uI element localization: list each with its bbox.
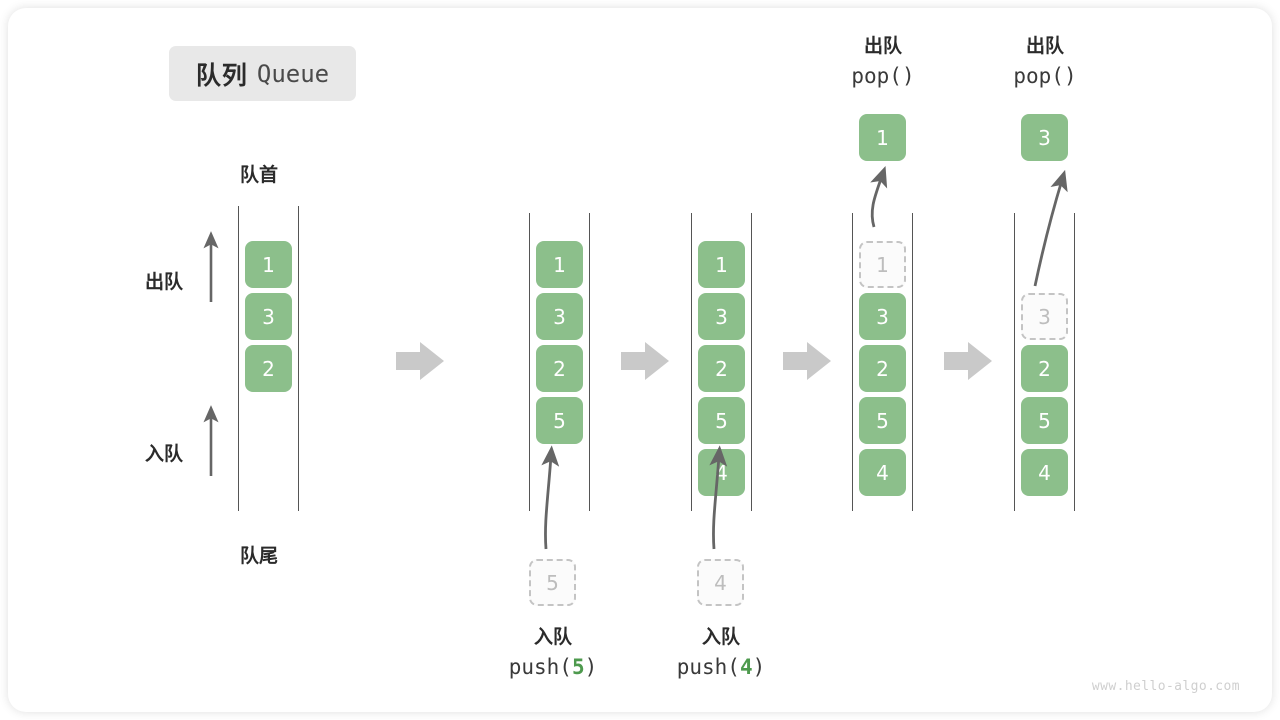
queue-cell: 1 [698,241,745,288]
operation-code: pop() [1013,63,1077,88]
queue-cell: 2 [859,345,906,392]
operation-code: pop() [851,63,915,88]
label-queue-head: 队首 [240,164,279,186]
queue-after-push-4: 1 3 2 5 4 [691,213,752,511]
queue-rail-left [1014,213,1015,511]
queue-cell: 1 [536,241,583,288]
queue-cell: 3 [859,293,906,340]
label-queue-tail: 队尾 [240,545,279,567]
site-watermark: www.hello-algo.com [1091,679,1240,694]
queue-cell: 2 [245,345,292,392]
step-arrow-icon [396,342,444,380]
diagram-title-badge: 队列 Queue [169,46,356,101]
diagram-card: 队列 Queue 队首 队尾 出队 入队 1 3 2 1 3 2 5 5 入队 … [8,8,1272,712]
queue-rail-left [238,206,239,511]
queue-cell: 5 [859,397,906,444]
queue-cell-ghost: 1 [859,241,906,288]
queue-rail-right [912,213,913,511]
operation-label-pop-3: 出队 pop() [965,33,1125,91]
operation-code: push(4) [676,654,766,679]
label-push-direction: 入队 [145,443,184,465]
queue-rail-right [1074,213,1075,511]
queue-cell: 3 [536,293,583,340]
queue-cell: 4 [859,449,906,496]
queue-rail-right [589,213,590,511]
queue-rail-left [852,213,853,511]
title-chinese: 队列 [195,60,248,90]
operation-cn: 入队 [701,626,740,648]
step-arrow-icon [783,342,831,380]
operation-cn: 入队 [533,626,572,648]
queue-rail-right [751,213,752,511]
queue-cell: 2 [698,345,745,392]
ghost-cell-push-4: 4 [697,559,744,606]
ghost-cell-push-5: 5 [529,559,576,606]
queue-cell: 2 [1021,345,1068,392]
operation-cn: 出队 [863,35,902,57]
queue-cell: 5 [698,397,745,444]
queue-cell: 5 [536,397,583,444]
operation-code: push(5) [508,654,598,679]
queue-cell: 3 [245,293,292,340]
queue-cell: 4 [698,449,745,496]
queue-after-pop-3: 3 2 5 4 [1014,213,1075,511]
queue-cell: 3 [698,293,745,340]
operation-label-pop-1: 出队 pop() [803,33,963,91]
label-pop-direction: 出队 [145,271,184,293]
operation-label-push-4: 入队 push(4) [641,624,801,682]
pop-result-chip-1: 1 [859,114,906,161]
queue-cell: 4 [1021,449,1068,496]
queue-rail-left [529,213,530,511]
step-arrow-icon [944,342,992,380]
operation-label-push-5: 入队 push(5) [473,624,633,682]
step-arrow-icon [621,342,669,380]
operation-cn: 出队 [1025,35,1064,57]
queue-rail-right [298,206,299,511]
queue-cell: 5 [1021,397,1068,444]
pop-result-chip-3: 3 [1021,114,1068,161]
title-english: Queue [256,59,330,88]
queue-cell-ghost: 3 [1021,293,1068,340]
queue-after-pop-1: 1 3 2 5 4 [852,213,913,511]
queue-cell: 2 [536,345,583,392]
queue-cell: 1 [245,241,292,288]
queue-after-push-5: 1 3 2 5 [529,213,590,511]
queue-rail-left [691,213,692,511]
arrow-overlay [203,165,1068,550]
queue-initial: 1 3 2 [238,206,299,511]
diagram-stage: 队列 Queue 队首 队尾 出队 入队 1 3 2 1 3 2 5 5 入队 … [8,8,1272,712]
